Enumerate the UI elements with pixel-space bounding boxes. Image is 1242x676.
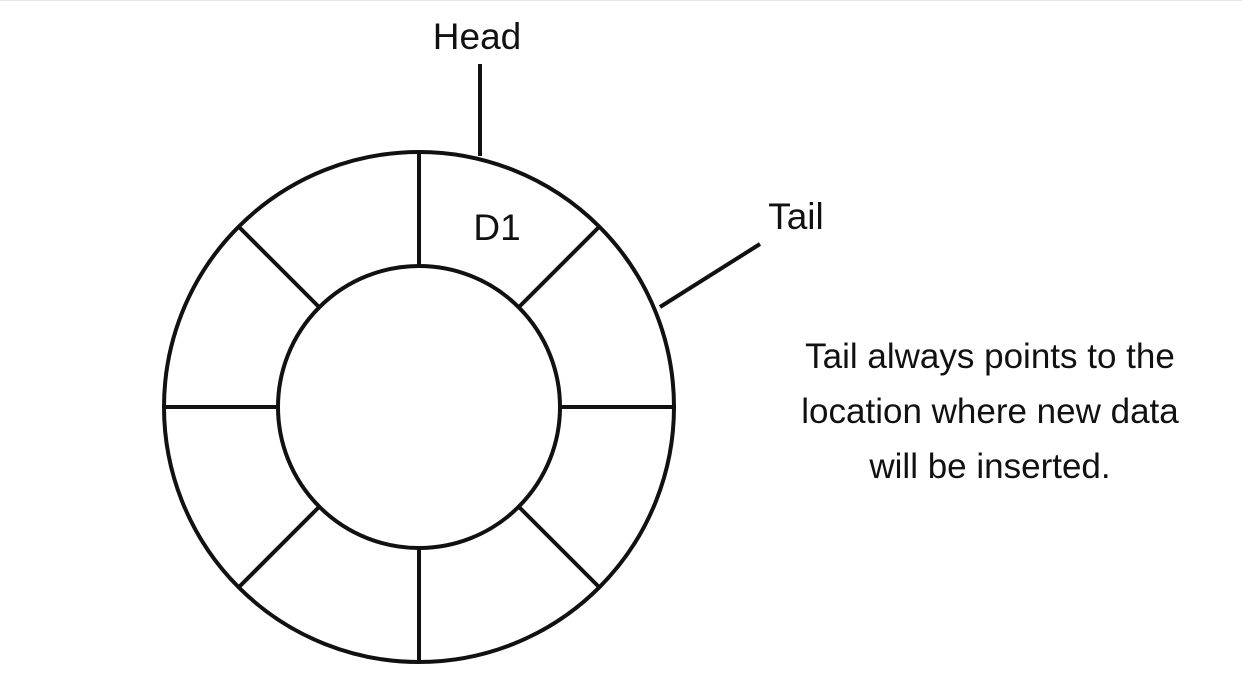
tail-pointer-line (658, 242, 762, 309)
divider-bottom-left (237, 505, 321, 589)
divider-bottom-right (517, 505, 601, 589)
note-line-1: Tail always points to the (805, 337, 1175, 376)
cell-label-d1: D1 (473, 207, 520, 248)
divider-top-right (517, 225, 601, 309)
top-border (0, 0, 1242, 1)
cell-dividers (164, 152, 674, 662)
head-label: Head (433, 16, 521, 57)
inner-ring (276, 264, 562, 550)
note-line-3: will be inserted. (868, 447, 1110, 486)
note-line-2: location where new data (801, 392, 1179, 431)
tail-label: Tail (768, 196, 824, 237)
divider-top-left (237, 225, 321, 309)
